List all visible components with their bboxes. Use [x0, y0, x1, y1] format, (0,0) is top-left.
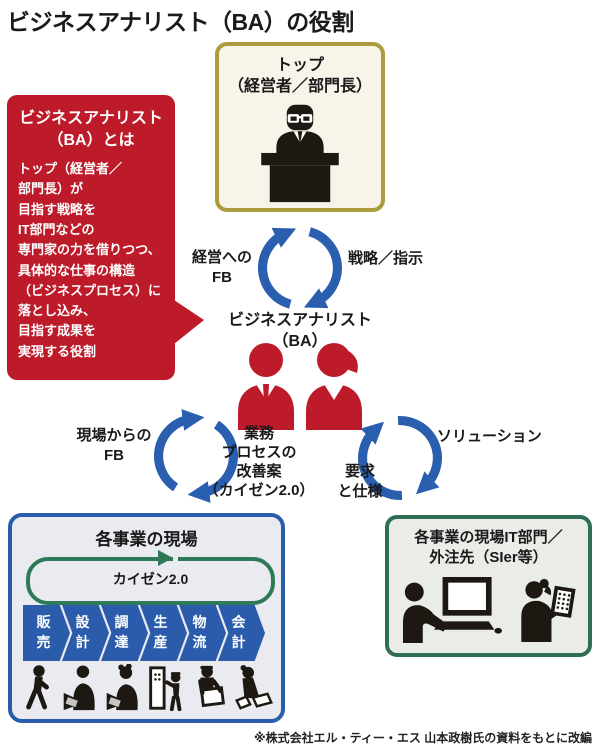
kaizen-loop-label: カイゼン2.0 [112, 571, 189, 587]
callout-tail [174, 300, 204, 344]
ba-node-label: ビジネスアナリスト （BA） [228, 312, 372, 350]
field-box-title: 各事業の現場 [95, 530, 198, 549]
page-title: ビジネスアナリスト（BA）の役割 [7, 9, 354, 35]
cycle-arrows-right-icon [358, 416, 442, 500]
top-box-title: トップ （経営者／部門長） [227, 57, 372, 95]
business-analysts-icon [238, 343, 362, 430]
ba-definition-callout: ビジネスアナリスト （BA）とは トップ（経営者／ 部門長）が 目指す戦略を I… [7, 95, 204, 380]
process-step: 販売 [23, 605, 70, 661]
callout-title: ビジネスアナリスト （BA）とは [19, 110, 163, 149]
engineer-tablet-icon [520, 578, 576, 642]
flow-label-field-feedback: 現場からの FB [76, 427, 152, 464]
engineer-computer-icon [402, 577, 502, 643]
flow-label-requirements-specs: 要求 と仕様 [337, 463, 383, 500]
flow-label-solution: ソリューション [437, 428, 542, 445]
production-machine-icon [149, 666, 182, 712]
cycle-arrows-left-icon [154, 409, 238, 503]
flow-label-process-improvement: 業務 プロセスの 改善案 （カイゼン2.0） [203, 425, 315, 500]
business-field-box: 各事業の現場 カイゼン2.0 販売 設計 調達 生産 物流 会計 [8, 513, 285, 723]
flow-label-management-feedback: 経営への FB [191, 249, 252, 286]
callout-body: トップ（経営者／ 部門長）が 目指す戦略を IT部門などの 専門家の力を借りつつ… [18, 161, 162, 359]
cycle-arrows-top-icon [258, 227, 342, 309]
worker-icons-row [20, 664, 275, 714]
procurement-laptop-icon [106, 664, 138, 711]
it-department-box: 各事業の現場IT部門／ 外注先（SIer等） [385, 515, 592, 657]
flow-label-strategy-directions: 戦略／指示 [348, 250, 424, 267]
process-chevrons: 販売 設計 調達 生産 物流 会計 [23, 605, 265, 661]
walking-salesperson-icon [26, 665, 49, 710]
logistics-box-worker-icon [198, 665, 225, 708]
source-footnote: ※株式会社エル・ティー・エス 山本政樹氏の資料をもとに改編 [253, 731, 592, 745]
kaizen-loop: カイゼン2.0 [26, 550, 275, 605]
process-step: 生産 [140, 605, 187, 661]
accounting-reader-icon [235, 664, 273, 710]
designer-laptop-icon [63, 665, 95, 711]
loop-arrow-icon [157, 550, 173, 566]
it-box-title: 各事業の現場IT部門／ 外注先（SIer等） [414, 529, 563, 567]
executive-at-desk-icon [261, 104, 339, 202]
it-icons-row [389, 577, 588, 643]
top-management-box: トップ （経営者／部門長） [215, 42, 385, 212]
